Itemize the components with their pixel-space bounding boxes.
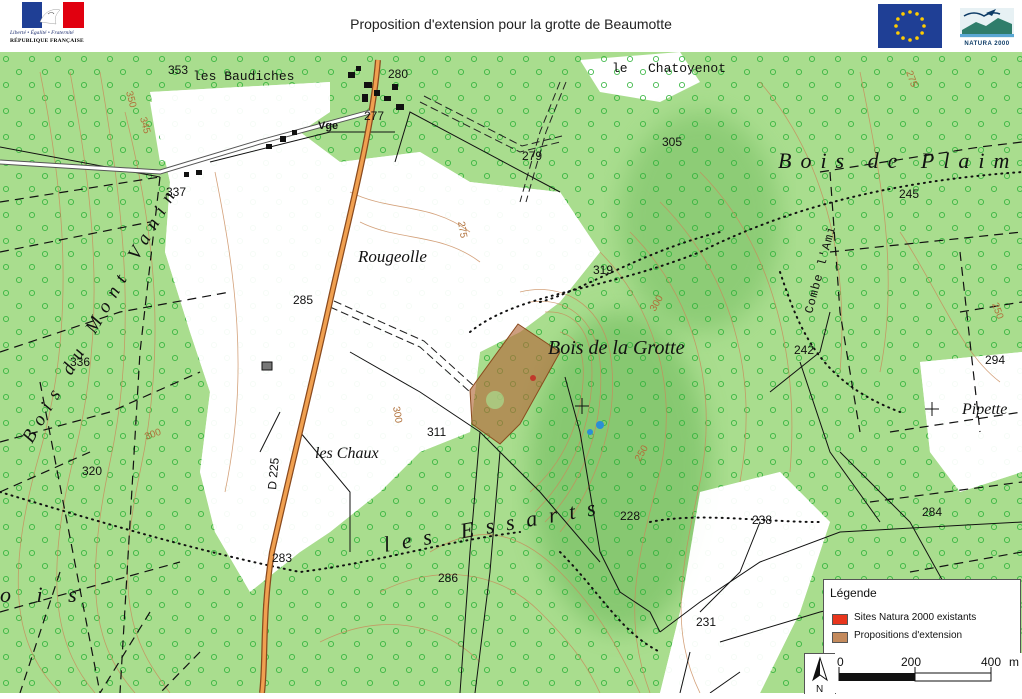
eu-star-icon [896, 31, 900, 35]
spring-marker-icon [596, 421, 604, 429]
label-ois: o i s [0, 582, 87, 607]
cross-marker-icon-2 [925, 402, 939, 416]
elev-337: 337 [166, 185, 186, 199]
forest-boundaries [0, 171, 1022, 653]
spring-marker-icon-2 [587, 429, 593, 435]
elev-283: 283 [272, 551, 292, 565]
label-road-d225: D 225 [265, 457, 282, 490]
elev-245: 245 [899, 187, 919, 201]
scale-tick-200: 200 [901, 655, 922, 669]
elev-284: 284 [922, 505, 942, 519]
natura-logo-text: NATURA 2000 [964, 41, 1010, 47]
eu-star-icon [915, 36, 919, 40]
elev-231: 231 [696, 615, 716, 629]
cave-marker-icon[interactable] [530, 375, 536, 381]
label-le: le [612, 61, 628, 76]
eu-star-icon [920, 17, 924, 21]
natura-2000-logo: NATURA 2000 [956, 4, 1018, 48]
topographic-map[interactable]: 353 280 277 279 305 245 337 319 285 242 … [0, 52, 1022, 693]
page-title: Proposition d'extension pour la grotte d… [350, 16, 672, 32]
north-label: N [816, 684, 823, 694]
tracks-double [329, 81, 567, 393]
village-buildings [184, 66, 404, 371]
map-header: Liberté • Égalité • Fraternité RÉPUBLIQU… [0, 0, 1022, 52]
eu-star-icon [920, 31, 924, 35]
scale-tick-400: 400 [981, 655, 1002, 669]
eu-star-icon [908, 10, 912, 14]
republique-motto: Liberté • Égalité • Fraternité [10, 30, 74, 36]
road-west [0, 110, 371, 174]
elev-320: 320 [82, 464, 102, 478]
label-bois-de-plaim: Bois de Plaim [778, 148, 1018, 173]
map-legend: Légende Sites Natura 2000 existants Prop… [823, 579, 1021, 655]
marianne-flag-icon [22, 2, 84, 28]
road-d225 [260, 59, 380, 693]
elev-238: 238 [752, 513, 772, 527]
map-canvas[interactable]: 353 280 277 279 305 245 337 319 285 242 … [0, 52, 1022, 693]
elev-285: 285 [293, 293, 313, 307]
cross-marker-icon [575, 398, 589, 414]
extension-proposal-area[interactable] [469, 323, 561, 445]
north-arrow-icon: N [812, 656, 828, 695]
label-chatoyenot: Chatoyenot [648, 61, 726, 76]
label-rougeolle: Rougeolle [357, 247, 427, 266]
natura-bird-icon [960, 8, 1014, 38]
republique-francaise-logo: Liberté • Égalité • Fraternité RÉPUBLIQU… [4, 2, 94, 50]
label-bois-de-la-grotte: Bois de la Grotte [548, 337, 685, 359]
eu-flag-icon [878, 4, 942, 48]
legend-label-extension: Propositions d'extension [854, 630, 963, 641]
contour-350: 350 [123, 90, 138, 109]
eu-star-icon [901, 12, 905, 16]
elev-319: 319 [593, 263, 613, 277]
elev-277: 277 [364, 109, 384, 123]
scale-tick-0: 0 [837, 655, 844, 669]
elev-228: 228 [620, 509, 640, 523]
eu-star-icon [915, 12, 919, 16]
eu-star-icon [901, 36, 905, 40]
eu-star-icon [894, 24, 898, 28]
elev-279: 279 [522, 149, 542, 163]
legend-swatch-extension [832, 632, 848, 643]
scale-bar-graphic [838, 667, 992, 682]
north-arrow: N [804, 653, 836, 695]
label-pipette: Pipette [961, 401, 1007, 418]
elev-280: 280 [388, 67, 408, 81]
contour-275: 275 [455, 221, 469, 240]
eu-star-icon [922, 24, 926, 28]
eu-star-icon [908, 38, 912, 42]
elev-311: 311 [427, 425, 446, 439]
contour-300b: 300 [390, 406, 404, 425]
elev-242: 242 [794, 343, 814, 357]
elev-336: 336 [70, 355, 90, 369]
legend-swatch-natura [832, 614, 848, 625]
scale-unit: m [1009, 655, 1019, 669]
legend-label-natura: Sites Natura 2000 existants [854, 612, 977, 623]
contour-345: 345 [137, 116, 152, 135]
republique-name: RÉPUBLIQUE FRANÇAISE [10, 38, 84, 44]
label-vge: Vge [318, 120, 338, 132]
elev-305: 305 [662, 135, 682, 149]
elev-294: 294 [985, 353, 1005, 367]
label-les-chaux: les Chaux [315, 445, 379, 462]
scale-bar: 0 200 400 m [835, 653, 1022, 693]
label-baudiches: les Baudiches [193, 69, 294, 84]
contour-lines [17, 71, 1001, 693]
elev-353: 353 [168, 63, 188, 77]
elev-286: 286 [438, 571, 458, 585]
legend-title: Légende [830, 586, 877, 600]
eu-star-icon [896, 17, 900, 21]
